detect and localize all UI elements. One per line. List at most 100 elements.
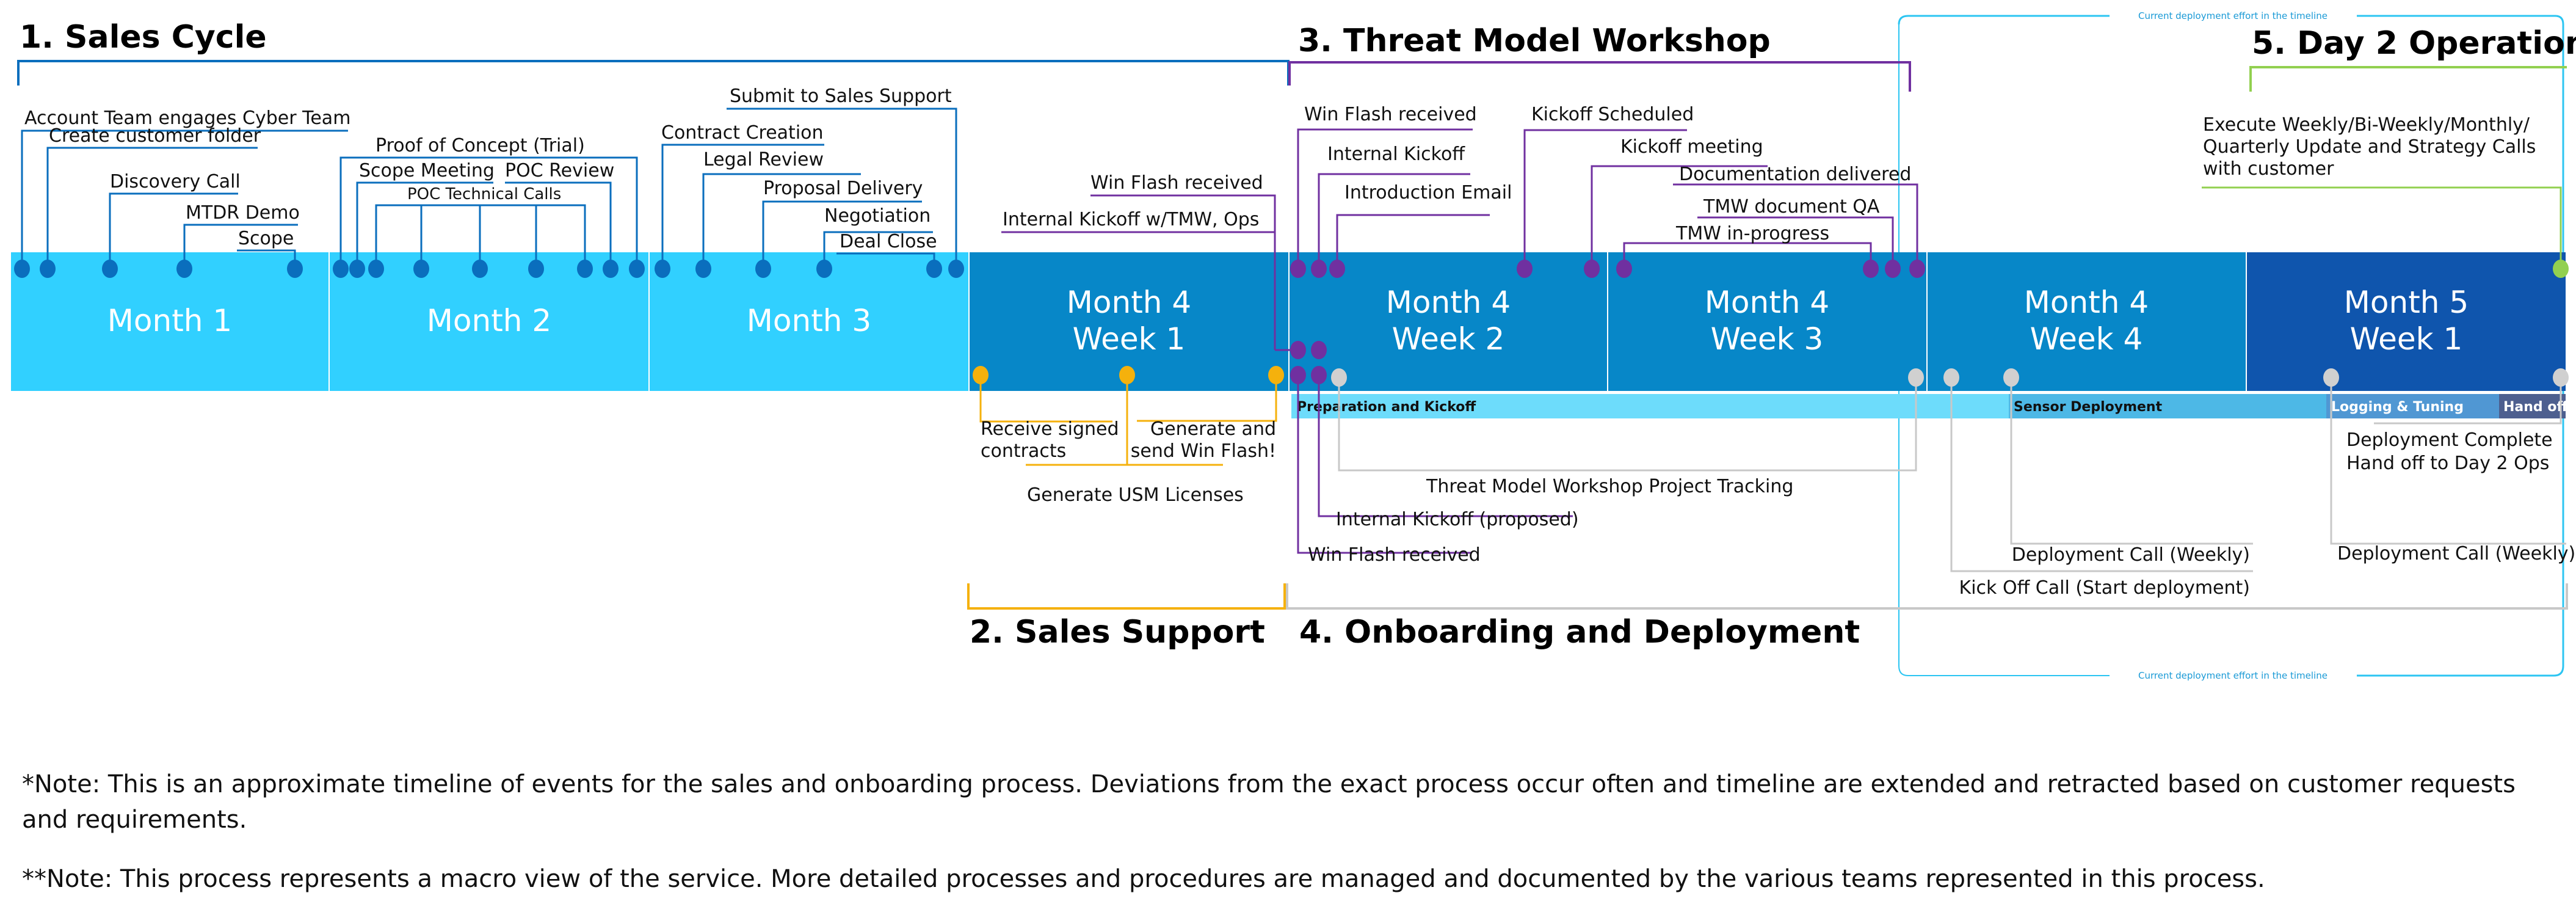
event-marker[interactable] [2553, 368, 2569, 387]
segment-sublabel: Week 2 [1392, 321, 1505, 357]
segment-month-4-week-4 [1928, 252, 2246, 391]
event-label: Receive signed [981, 418, 1119, 440]
day2-labels: Execute Weekly/Bi-Weekly/Monthly/ Quarte… [2203, 114, 2536, 180]
event-label: Execute Weekly/Bi-Weekly/Monthly/ [2203, 114, 2530, 136]
event-marker[interactable] [1517, 260, 1533, 278]
event-marker[interactable] [349, 260, 365, 278]
threat-model-markers [1290, 260, 1925, 384]
event-marker[interactable] [948, 260, 964, 278]
event-marker[interactable] [176, 260, 192, 278]
threat-model-bracket [1288, 61, 1911, 92]
event-marker[interactable] [1909, 260, 1925, 278]
event-marker[interactable] [1943, 368, 1959, 387]
timeline-bar: Month 1 Month 2 Month 3 Month 4 Week 1 M… [11, 252, 2566, 391]
event-marker[interactable] [1290, 260, 1306, 278]
event-marker[interactable] [2003, 368, 2019, 387]
event-label: POC Review [505, 160, 614, 181]
footnote-macro-view: **Note: This process represents a macro … [22, 865, 2265, 893]
event-label: Generate USM Licenses [1027, 484, 1244, 506]
event-marker[interactable] [1290, 366, 1306, 384]
event-label: Deployment Call (Weekly) [2012, 544, 2250, 566]
event-label: TMW document QA [1703, 196, 1880, 217]
event-label: Proposal Delivery [763, 178, 923, 199]
event-label: Hand off to Day 2 Ops [2346, 453, 2549, 474]
event-marker[interactable] [1119, 366, 1135, 384]
onboarding-events [1338, 382, 2566, 572]
event-label: Win Flash received [1090, 172, 1263, 194]
current-effort-label-bottom: Current deployment effort in the timelin… [2138, 670, 2327, 681]
segment-month-1 [11, 252, 328, 391]
event-marker[interactable] [333, 260, 349, 278]
sales-cycle-events [21, 108, 957, 267]
phase-title-sales-support: 2. Sales Support [970, 614, 1265, 651]
event-marker[interactable] [816, 260, 832, 278]
event-label: Internal Kickoff w/TMW, Ops [1003, 209, 1259, 230]
event-label: contracts [981, 440, 1066, 462]
onboarding-markers [1331, 368, 2569, 387]
event-marker[interactable] [102, 260, 118, 278]
segment-sublabel: Week 1 [1073, 321, 1186, 357]
sales-support-events [979, 382, 1277, 466]
event-marker[interactable] [1311, 341, 1327, 359]
band-hand-off [2499, 394, 2566, 418]
event-label: Quarterly Update and Strategy Calls [2203, 136, 2536, 158]
footnote-approximate-timeline: *Note: This is an approximate timeline o… [22, 770, 2516, 834]
event-marker[interactable] [695, 260, 711, 278]
phase-title-sales-cycle: 1. Sales Cycle [20, 19, 267, 56]
event-marker[interactable] [1311, 366, 1327, 384]
threat-model-events [1001, 128, 1918, 554]
event-marker[interactable] [2323, 368, 2339, 387]
segment-label: Month 4 [1705, 285, 1829, 320]
band-preparation-kickoff [1291, 394, 2009, 418]
event-marker[interactable] [755, 260, 771, 278]
event-label: Account Team engages Cyber Team [24, 108, 350, 129]
sales-cycle-markers [14, 260, 964, 278]
band-label: Hand off [2503, 399, 2568, 415]
event-label: Kickoff Scheduled [1531, 104, 1694, 125]
day2-bracket [2249, 66, 2567, 92]
event-marker[interactable] [655, 260, 670, 278]
event-marker[interactable] [1616, 260, 1632, 278]
event-marker[interactable] [973, 366, 989, 384]
band-sensor-deployment [2009, 394, 2326, 418]
event-label: Deployment Call (Weekly) [2337, 543, 2575, 564]
segment-label: Month 4 [1067, 285, 1191, 320]
sales-support-markers [973, 366, 1284, 384]
event-label: Win Flash received [1304, 104, 1477, 125]
event-label: TMW in-progress [1675, 223, 1829, 244]
event-marker[interactable] [629, 260, 645, 278]
event-marker[interactable] [1908, 368, 1924, 387]
event-marker[interactable] [368, 260, 384, 278]
event-marker[interactable] [1331, 368, 1347, 387]
event-marker[interactable] [472, 260, 488, 278]
segment-label: Month 1 [107, 303, 232, 338]
deployment-bands: Preparation and Kickoff Sensor Deploymen… [1291, 394, 2568, 418]
event-marker[interactable] [1863, 260, 1879, 278]
event-label: Kick Off Call (Start deployment) [1959, 577, 2250, 599]
event-label: with customer [2203, 158, 2334, 180]
event-marker[interactable] [528, 260, 544, 278]
event-marker[interactable] [1584, 260, 1600, 278]
event-marker[interactable] [413, 260, 429, 278]
segment-label: Month 4 [2024, 285, 2149, 320]
event-label: Contract Creation [661, 122, 824, 144]
onboarding-labels: Threat Model Workshop Project Tracking I… [1308, 429, 2575, 599]
event-marker[interactable] [577, 260, 593, 278]
event-label: Generate and [1150, 418, 1276, 440]
event-marker[interactable] [1329, 260, 1345, 278]
event-marker[interactable] [1311, 260, 1327, 278]
event-marker[interactable] [926, 260, 942, 278]
event-marker[interactable] [14, 260, 30, 278]
phase-title-threat-model: 3. Threat Model Workshop [1298, 23, 1771, 59]
event-marker[interactable] [40, 260, 56, 278]
band-label: Logging & Tuning [2331, 399, 2464, 415]
event-marker[interactable] [2553, 260, 2569, 278]
event-marker[interactable] [1268, 366, 1284, 384]
event-marker[interactable] [1290, 341, 1306, 359]
event-marker[interactable] [1885, 260, 1901, 278]
event-label: Deployment Complete [2346, 429, 2553, 451]
event-marker[interactable] [287, 260, 303, 278]
event-label: Scope [238, 228, 294, 249]
event-marker[interactable] [603, 260, 619, 278]
